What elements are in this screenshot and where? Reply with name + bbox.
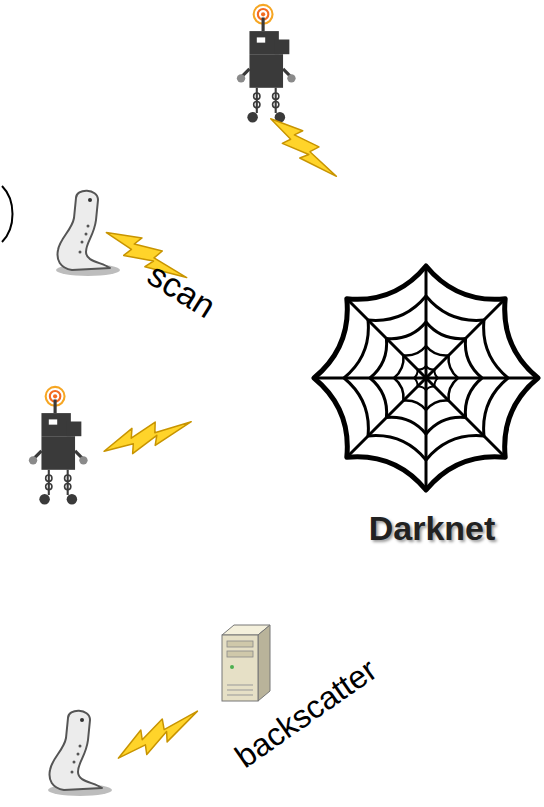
- web-spoke: [347, 378, 426, 457]
- scan-label: scan: [143, 257, 222, 324]
- bot-icon: [29, 387, 88, 505]
- web-spoke: [347, 299, 426, 378]
- lightning-bolt: [100, 409, 195, 463]
- web-spoke: [314, 377, 426, 380]
- web-spoke: [426, 378, 505, 457]
- worm-icon: [48, 711, 112, 796]
- lightning-bolt: [263, 110, 345, 184]
- darknet-label: Darknet: [369, 511, 496, 545]
- bot-icon: [237, 5, 296, 123]
- web-ring: [314, 266, 538, 490]
- web-spoke: [425, 378, 428, 490]
- lightning-bolt: [112, 699, 203, 768]
- server-icon: [222, 625, 270, 701]
- web-spoke: [425, 266, 428, 378]
- partial-circle: [2, 186, 13, 242]
- web-spoke: [426, 299, 505, 378]
- web-spoke: [426, 377, 538, 380]
- spider-web: [314, 266, 538, 490]
